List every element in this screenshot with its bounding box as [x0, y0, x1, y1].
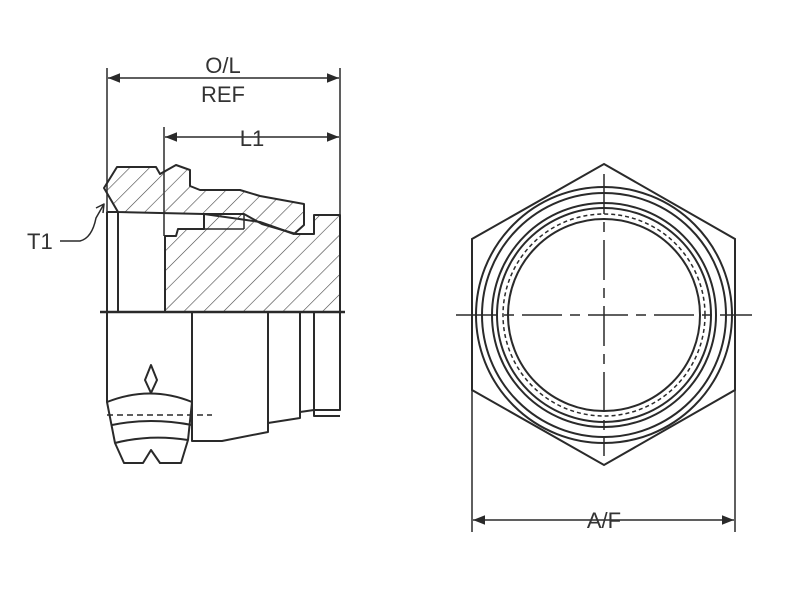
body-exterior	[191, 311, 341, 442]
length-l1-label: L1	[240, 126, 264, 151]
body-section	[164, 213, 341, 313]
overall-length-dimension: O/L REF	[106, 53, 341, 228]
hex-outline	[471, 162, 736, 467]
overall-length-label: O/L	[205, 53, 240, 78]
across-flats-dimension: A/F	[471, 390, 736, 533]
nut-exterior	[106, 312, 212, 464]
end-view: A/F	[456, 162, 752, 533]
thread-t1-label: T1	[27, 229, 53, 254]
overall-length-ref-label: REF	[201, 82, 245, 107]
thread-t1-callout: T1	[27, 203, 105, 254]
across-flats-label: A/F	[587, 508, 621, 533]
length-l1-dimension: L1	[163, 126, 339, 236]
side-view: O/L REF L1 T1	[27, 53, 345, 464]
